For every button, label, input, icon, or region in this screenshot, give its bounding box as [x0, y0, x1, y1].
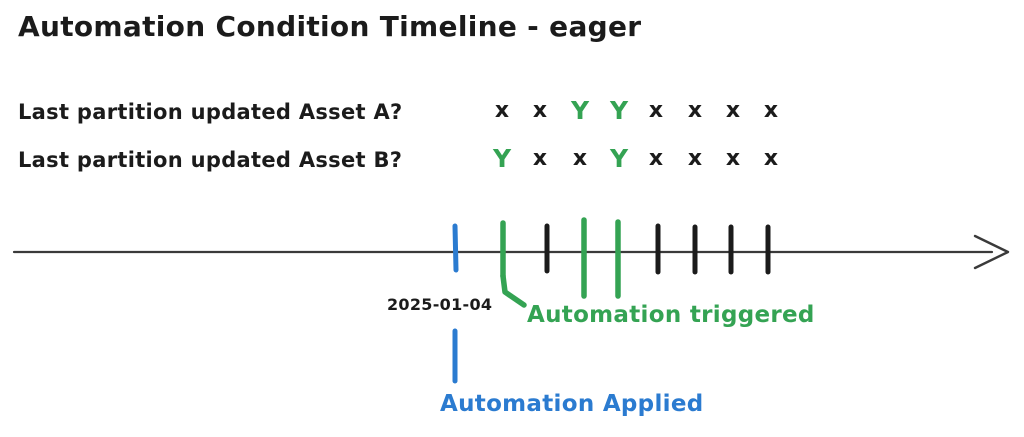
mark-a-6: x	[687, 98, 703, 123]
mark-row-asset-b: Y x x Y x x x x	[489, 144, 809, 178]
question-row-asset-b-label: Last partition updated Asset B?	[18, 148, 403, 172]
mark-row-asset-a: x x Y Y x x x x	[489, 96, 809, 130]
question-row-asset-a-label: Last partition updated Asset A?	[18, 100, 403, 124]
triggered-leader-line	[500, 273, 527, 308]
automation-triggered-label: Automation triggered	[527, 302, 815, 328]
mark-b-3: x	[572, 146, 588, 171]
timeline-arrowhead	[973, 234, 1010, 270]
mark-a-7: x	[725, 98, 741, 123]
mark-a-2: x	[532, 98, 548, 123]
mark-a-1: x	[494, 98, 510, 123]
automation-applied-label: Automation Applied	[440, 391, 704, 417]
mark-b-4: Y	[609, 144, 629, 173]
mark-a-8: x	[763, 98, 779, 123]
mark-b-2: x	[532, 146, 548, 171]
mark-b-5: x	[648, 146, 664, 171]
mark-a-3: Y	[570, 96, 590, 125]
mark-b-8: x	[763, 146, 779, 171]
mark-b-6: x	[687, 146, 703, 171]
timeline-date-label: 2025-01-04	[387, 295, 493, 314]
page-title: Automation Condition Timeline - eager	[18, 10, 642, 43]
mark-a-5: x	[648, 98, 664, 123]
mark-b-7: x	[725, 146, 741, 171]
mark-a-4: Y	[609, 96, 629, 125]
tick-automation-applied[interactable]	[452, 223, 459, 273]
mark-b-1: Y	[492, 144, 512, 173]
